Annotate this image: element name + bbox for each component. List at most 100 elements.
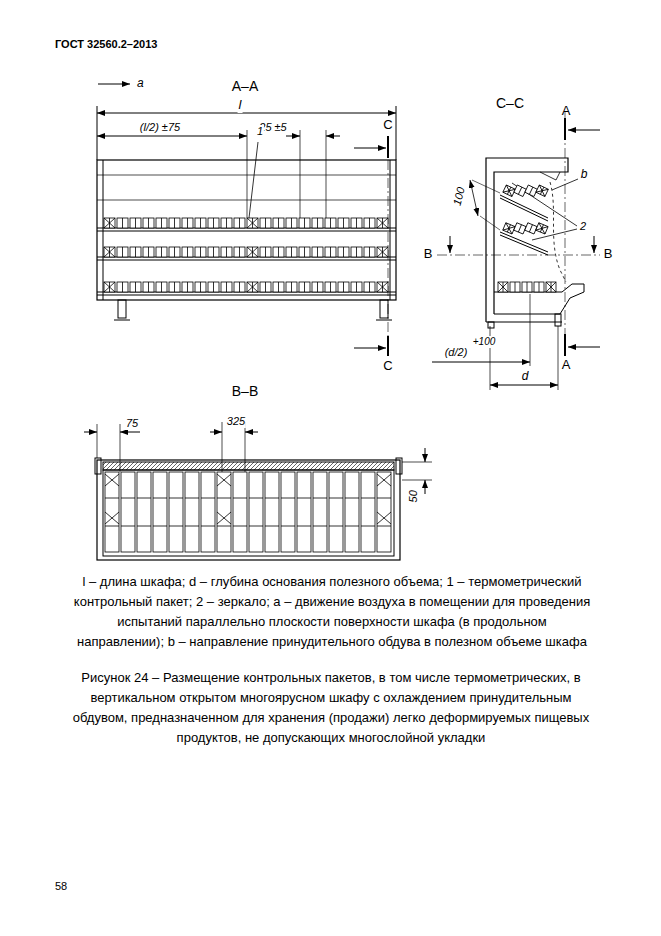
- control-pack: [169, 218, 180, 228]
- control-pack: [312, 247, 323, 257]
- control-pack: [345, 526, 359, 527]
- dimension: 75: [125, 417, 139, 430]
- control-pack: [361, 498, 375, 499]
- control-pack: [217, 474, 231, 486]
- arrow-label: b: [580, 168, 589, 182]
- control-pack: [260, 282, 271, 292]
- control-pack: [361, 472, 375, 552]
- control-pack: [281, 526, 295, 527]
- control-pack: [182, 247, 193, 257]
- control-pack: [514, 185, 526, 197]
- control-pack: [130, 247, 141, 257]
- control-pack: [312, 282, 323, 292]
- control-pack: [105, 472, 119, 552]
- control-pack: [104, 247, 115, 257]
- control-pack: [299, 282, 310, 292]
- control-pack: [153, 498, 167, 499]
- control-pack: [313, 526, 327, 527]
- control-pack: [265, 472, 279, 552]
- control-pack: [249, 498, 263, 499]
- control-pack: [156, 218, 167, 228]
- dimension: +100: [472, 336, 497, 348]
- control-pack: [338, 282, 349, 292]
- control-pack: [514, 223, 526, 234]
- control-pack: [325, 247, 336, 257]
- control-pack: [117, 218, 128, 228]
- control-pack: [281, 472, 295, 552]
- dimension: (l/2) ±75: [139, 121, 181, 134]
- section-title: В–В: [232, 383, 258, 399]
- control-pack: [260, 218, 271, 228]
- control-pack: [273, 282, 284, 292]
- control-pack: [377, 247, 388, 257]
- control-pack: [249, 526, 263, 527]
- control-pack: [522, 282, 532, 292]
- control-pack: [286, 218, 297, 228]
- section-mark: С: [383, 118, 392, 133]
- control-pack: [233, 498, 247, 499]
- control-pack: [281, 498, 295, 499]
- dimension: d: [521, 370, 530, 384]
- control-pack: [299, 218, 310, 228]
- control-pack: [536, 223, 548, 234]
- control-pack: [286, 247, 297, 257]
- control-pack: [312, 218, 323, 228]
- control-pack: [536, 185, 548, 197]
- control-pack: [121, 472, 135, 552]
- control-pack: [247, 247, 258, 257]
- control-pack: [185, 498, 199, 499]
- control-pack: [313, 498, 327, 499]
- control-pack: [525, 185, 537, 197]
- control-pack: [329, 526, 343, 527]
- control-pack: [195, 282, 206, 292]
- control-pack: [525, 223, 537, 234]
- control-pack: [364, 282, 375, 292]
- control-pack: [217, 512, 231, 524]
- control-pack: [208, 282, 219, 292]
- control-pack: [297, 498, 311, 499]
- control-pack: [153, 472, 167, 552]
- control-pack: [137, 526, 151, 527]
- control-pack: [313, 472, 327, 552]
- section-mark: В: [604, 247, 613, 262]
- control-pack: [503, 185, 515, 197]
- control-pack: [169, 472, 183, 552]
- control-pack: [297, 472, 311, 552]
- control-pack: [201, 472, 215, 552]
- control-pack: [201, 526, 215, 527]
- control-pack: [137, 472, 151, 552]
- control-pack: [273, 247, 284, 257]
- control-pack: [233, 472, 247, 552]
- control-pack: [265, 498, 279, 499]
- control-pack: [377, 282, 388, 292]
- control-pack: [121, 498, 135, 499]
- control-pack: [104, 218, 115, 228]
- control-pack: [121, 526, 135, 527]
- section-mark: А: [562, 358, 571, 373]
- control-pack: [273, 218, 284, 228]
- control-pack: [105, 474, 119, 486]
- control-pack: [185, 472, 199, 552]
- control-pack: [377, 498, 391, 499]
- control-pack: [377, 526, 391, 527]
- control-pack: [169, 247, 180, 257]
- control-pack: [377, 472, 391, 552]
- control-pack: [249, 472, 263, 552]
- control-pack: [329, 472, 343, 552]
- control-pack: [297, 526, 311, 527]
- control-pack: [510, 282, 520, 292]
- control-pack: [105, 526, 119, 527]
- dimension: (d/2): [444, 346, 469, 359]
- control-pack: [143, 218, 154, 228]
- control-pack: [137, 498, 151, 499]
- control-pack: [130, 218, 141, 228]
- control-pack: [143, 282, 154, 292]
- control-pack: [299, 247, 310, 257]
- control-pack: [105, 512, 119, 524]
- control-pack: [182, 282, 193, 292]
- control-pack: [217, 472, 231, 552]
- control-pack: [182, 218, 193, 228]
- control-pack: [234, 218, 245, 228]
- dimension: 50: [407, 489, 420, 503]
